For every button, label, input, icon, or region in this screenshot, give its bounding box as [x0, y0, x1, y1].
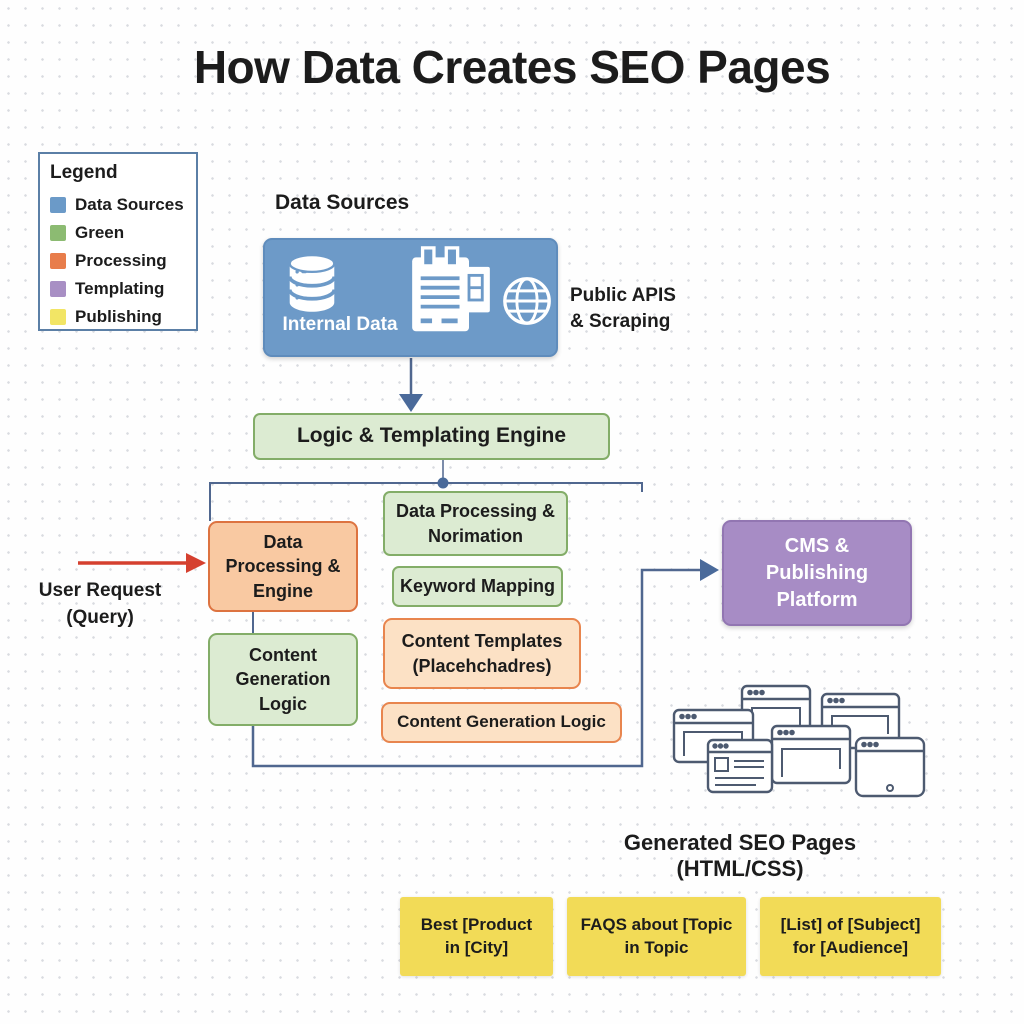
legend-swatch-green — [50, 225, 66, 241]
legend-item-label: Publishing — [75, 307, 162, 326]
database-icon — [287, 254, 337, 312]
content-templates-box: Content Templates (Placehchadres) — [383, 618, 581, 689]
public-apis-annotation: Public APIS & Scraping — [570, 285, 676, 332]
connector-contentgen-cms — [251, 568, 700, 768]
browser-window-icon — [706, 738, 774, 794]
generated-pages-heading: Generated SEO Pages (HTML/CSS) — [623, 830, 857, 881]
legend-swatch-data-sources — [50, 197, 66, 213]
connector-rail — [209, 482, 643, 521]
arrowhead-down-icon — [399, 394, 423, 412]
seo-page-card: Best [Product in [City] — [400, 897, 553, 976]
legend-item-label: Green — [75, 223, 125, 242]
user-request-label: User Request (Query) — [38, 580, 162, 628]
arrowhead-right-icon — [700, 559, 719, 581]
arrowhead-red-icon — [186, 553, 206, 573]
legend-swatch-publishing — [50, 309, 66, 325]
legend-item: Green — [50, 219, 186, 247]
legend-item: Processing — [50, 247, 186, 275]
keyword-mapping-box: Keyword Mapping — [392, 566, 563, 607]
data-processing-engine-box: Data Processing & Engine — [208, 521, 358, 612]
data-sources-heading: Data Sources — [275, 191, 410, 214]
browser-window-icon — [770, 724, 852, 785]
legend-item: Data Sources — [50, 191, 186, 219]
junction-dot-icon — [437, 477, 449, 489]
cms-publishing-platform-box: CMS & Publishing Platform — [722, 520, 912, 626]
content-generation-logic-box: Content Generation Logic — [208, 633, 358, 726]
legend-swatch-processing — [50, 253, 66, 269]
globe-icon — [503, 277, 551, 325]
legend-box: Legend Data Sources Green Processing Tem… — [38, 152, 198, 331]
legend-swatch-templating — [50, 281, 66, 297]
internal-data-label: Internal Data — [282, 314, 398, 335]
legend-heading: Legend — [50, 162, 118, 183]
legend-item: Publishing — [50, 303, 186, 331]
legend-item: Templating — [50, 275, 186, 303]
legend-item-label: Processing — [75, 251, 167, 270]
legend-item-label: Templating — [75, 279, 165, 298]
logic-templating-engine-box: Logic & Templating Engine — [253, 413, 610, 460]
data-processing-normalization-box: Data Processing & Norimation — [383, 491, 568, 556]
content-generation-logic-pill: Content Generation Logic — [381, 702, 622, 743]
browser-windows-icon — [672, 684, 926, 798]
seo-page-card: [List] of [Subject] for [Audience] — [760, 897, 941, 976]
legend-item-label: Data Sources — [75, 195, 184, 214]
seo-page-card: FAQS about [Topic in Topic — [567, 897, 746, 976]
page-title: How Data Creates SEO Pages — [193, 41, 831, 93]
document-icon — [412, 246, 490, 332]
tablet-window-icon — [854, 736, 926, 798]
